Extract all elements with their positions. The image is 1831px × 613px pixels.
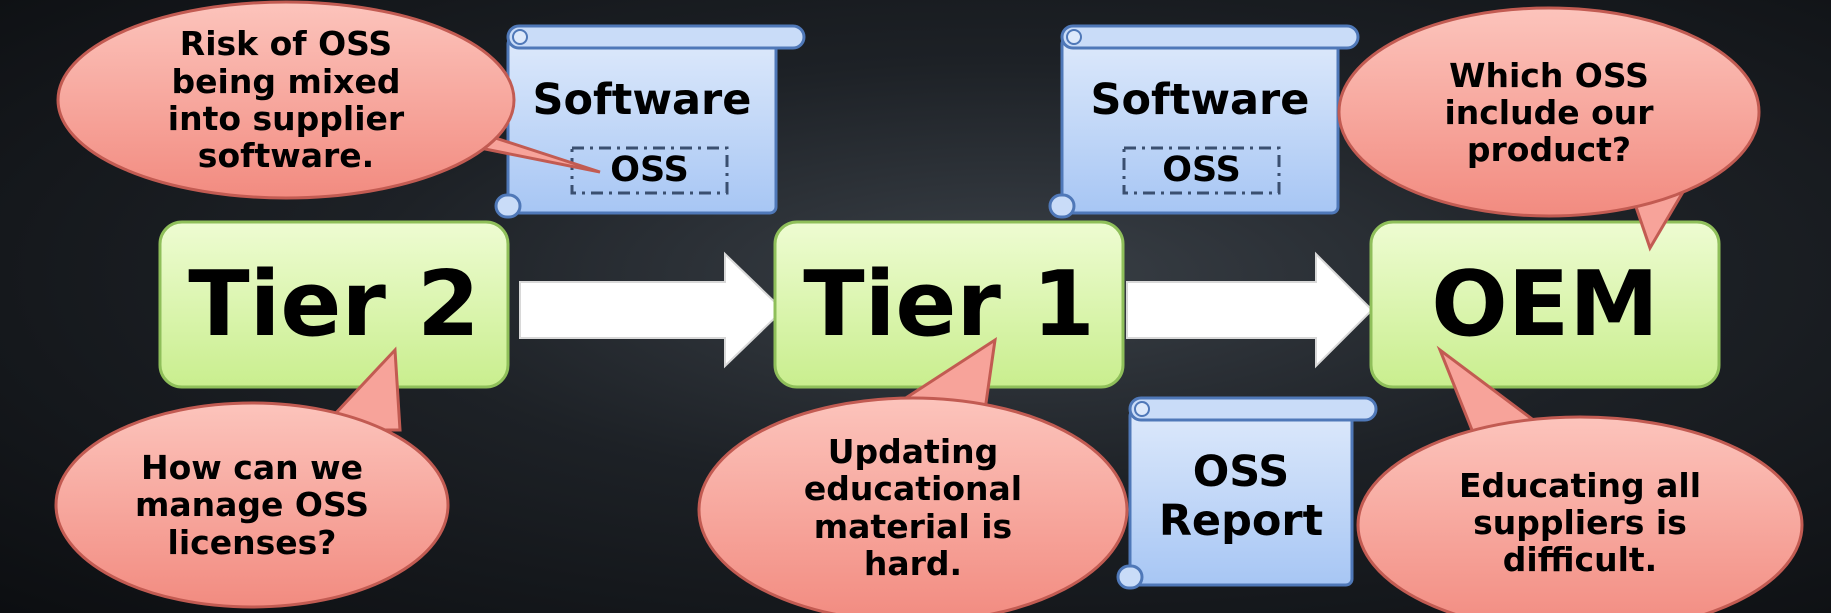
software-scroll-right-oss: OSS <box>1162 149 1241 190</box>
software-scroll-right <box>1048 24 1360 219</box>
oem-box <box>1369 220 1721 389</box>
bubble-updating-text: Updating educational material is hard. <box>803 431 1023 583</box>
software-scroll-left-title: Software <box>532 74 752 125</box>
oss-report-scroll <box>1116 396 1378 590</box>
arrow-tier2-to-tier1 <box>519 251 785 369</box>
bubble-which-oss-text: Which OSS include our product? <box>1444 55 1654 170</box>
bubble-which-oss <box>1337 6 1761 252</box>
bubble-educating-text: Educating all suppliers is difficult. <box>1458 465 1702 580</box>
tier2-label: Tier 2 <box>188 251 480 357</box>
oem-label: OEM <box>1431 251 1659 357</box>
bubble-educating <box>1356 345 1804 613</box>
oss-report-label: OSS Report <box>1158 446 1324 546</box>
bubble-updating <box>697 336 1129 613</box>
arrow-tier1-to-oem <box>1126 251 1374 369</box>
bubble-risk-text: Risk of OSS being mixed into supplier so… <box>167 24 405 176</box>
software-scroll-right-title: Software <box>1090 74 1310 125</box>
bubble-risk <box>56 0 601 200</box>
bubble-licenses <box>54 346 450 609</box>
software-scroll-left-oss: OSS <box>610 149 689 190</box>
tier1-label: Tier 1 <box>803 251 1095 357</box>
software-scroll-left <box>494 24 806 219</box>
tier2-box <box>158 220 510 389</box>
bubble-licenses-text: How can we manage OSS licenses? <box>134 448 369 562</box>
